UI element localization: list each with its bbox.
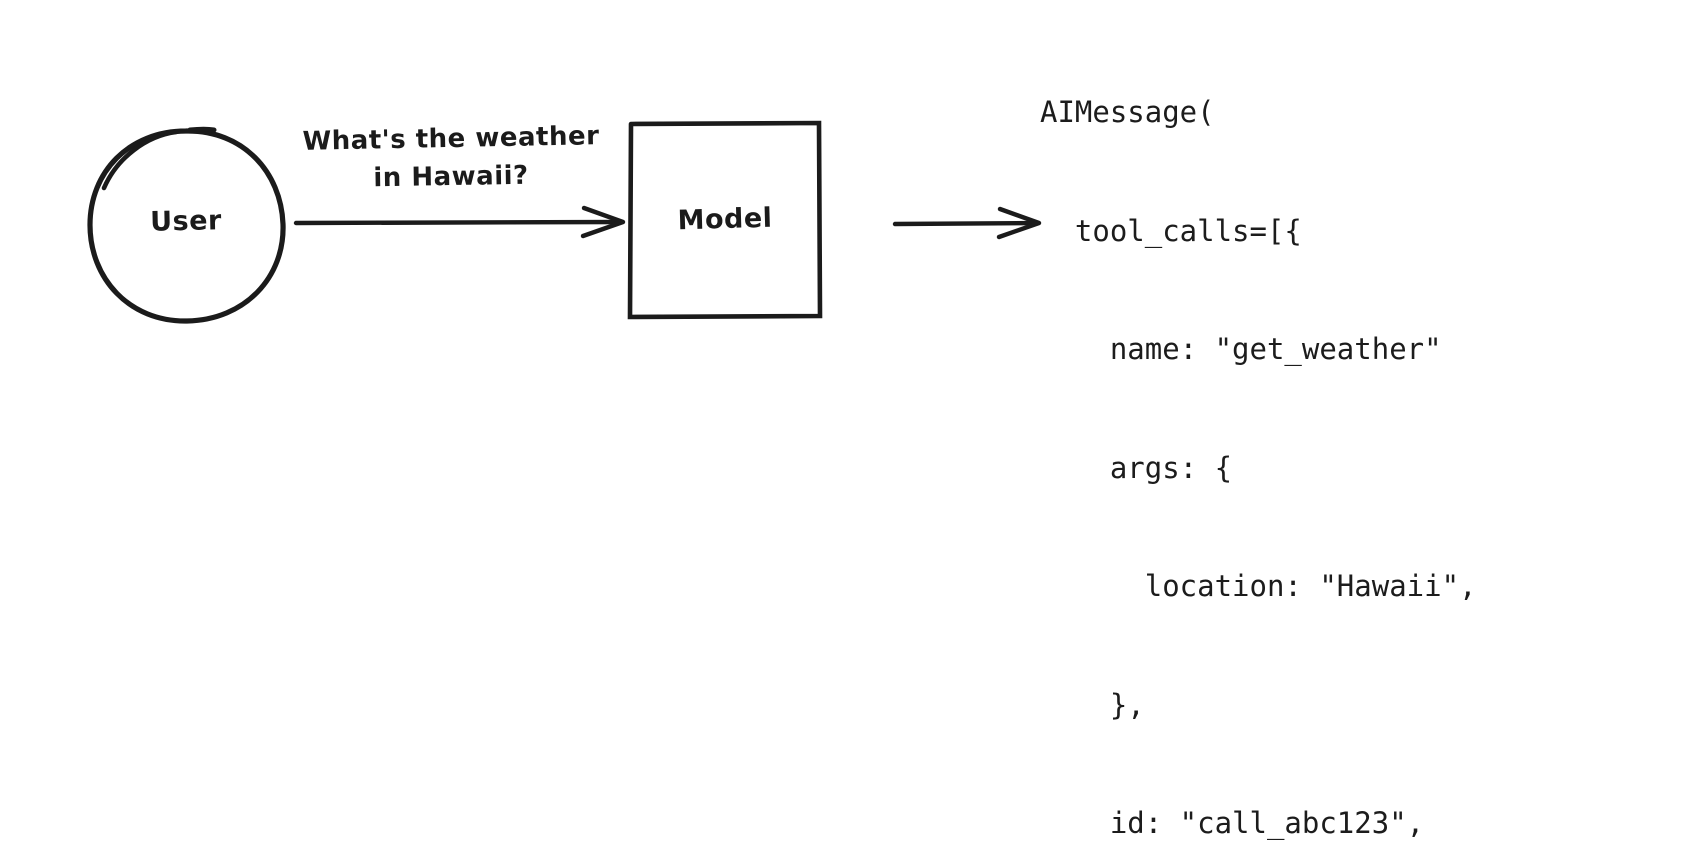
code-line: name: "get_weather" bbox=[1040, 332, 1442, 366]
arrow-user-to-model bbox=[293, 205, 626, 239]
user-node-circle[interactable] bbox=[87, 126, 286, 324]
code-line: args: { bbox=[1040, 450, 1233, 485]
edge-label-user-question: What's the weather in Hawaii? bbox=[276, 120, 626, 196]
diagram-canvas bbox=[87, 120, 1042, 324]
code-line: }, bbox=[1040, 687, 1145, 722]
code-line: AIMessage( bbox=[1040, 95, 1215, 129]
code-line: id: "call_abc123", bbox=[1040, 806, 1425, 840]
code-line: tool_calls=[{ bbox=[1040, 213, 1302, 248]
model-node-label: Model bbox=[677, 202, 773, 237]
edge-label-line-2: in Hawaii? bbox=[373, 160, 529, 194]
model-node-rect[interactable] bbox=[627, 120, 823, 320]
ai-message-code-block: AIMessage( tool_calls=[{ name: "get_weat… bbox=[1040, 14, 1477, 864]
code-line: location: "Hawaii", bbox=[1040, 569, 1477, 603]
arrow-model-to-output bbox=[892, 206, 1042, 240]
edge-label-line-1: What's the weather bbox=[302, 121, 600, 157]
